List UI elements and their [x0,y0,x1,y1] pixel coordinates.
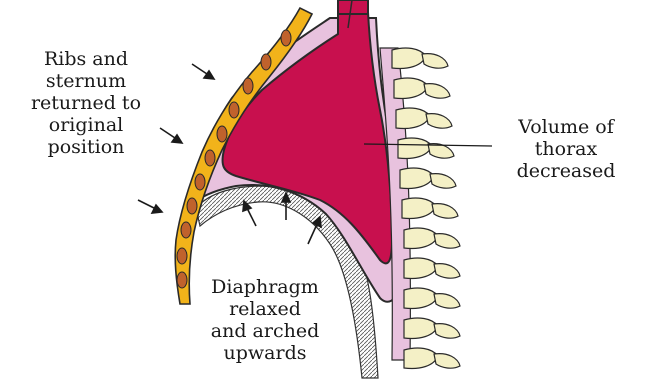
rib-hole [281,30,291,46]
label-line: Volume of [486,116,646,138]
label-line: Ribs and [6,48,166,70]
arrow-ribs-1 [192,64,214,79]
vertebra [392,48,448,69]
label-line: sternum [6,70,166,92]
vertebra [404,288,460,309]
vertebra [400,168,456,189]
arrow-diaphragm-1 [243,201,256,226]
label-line: thorax [486,138,646,160]
vertebra [402,198,458,219]
rib-hole [177,248,187,264]
rib-hole [261,54,271,70]
label-diaphragm: Diaphragm relaxed and arched upwards [185,276,345,364]
label-line: and arched [185,320,345,342]
arrow-ribs-3 [138,200,162,213]
vertebra [404,258,460,279]
rib-hole [187,198,197,214]
label-line: decreased [486,160,646,182]
label-line: original [6,114,166,136]
rib-hole [205,150,215,166]
rib-hole [181,222,191,238]
trachea [338,0,368,14]
vertebra [404,348,460,369]
vertebra [404,318,460,339]
vertebra [394,78,450,99]
label-line: upwards [185,342,345,364]
label-line: Diaphragm [185,276,345,298]
rib-hole [229,102,239,118]
vertebra [396,108,452,129]
rib-hole [195,174,205,190]
label-volume-thorax: Volume of thorax decreased [486,116,646,182]
rib-hole [217,126,227,142]
rib-hole [243,78,253,94]
label-line: relaxed [185,298,345,320]
vertebra [398,138,454,159]
vertebra [404,228,460,249]
label-ribs-sternum: Ribs and sternum returned to original po… [6,48,166,158]
label-line: position [6,136,166,158]
label-line: returned to [6,92,166,114]
